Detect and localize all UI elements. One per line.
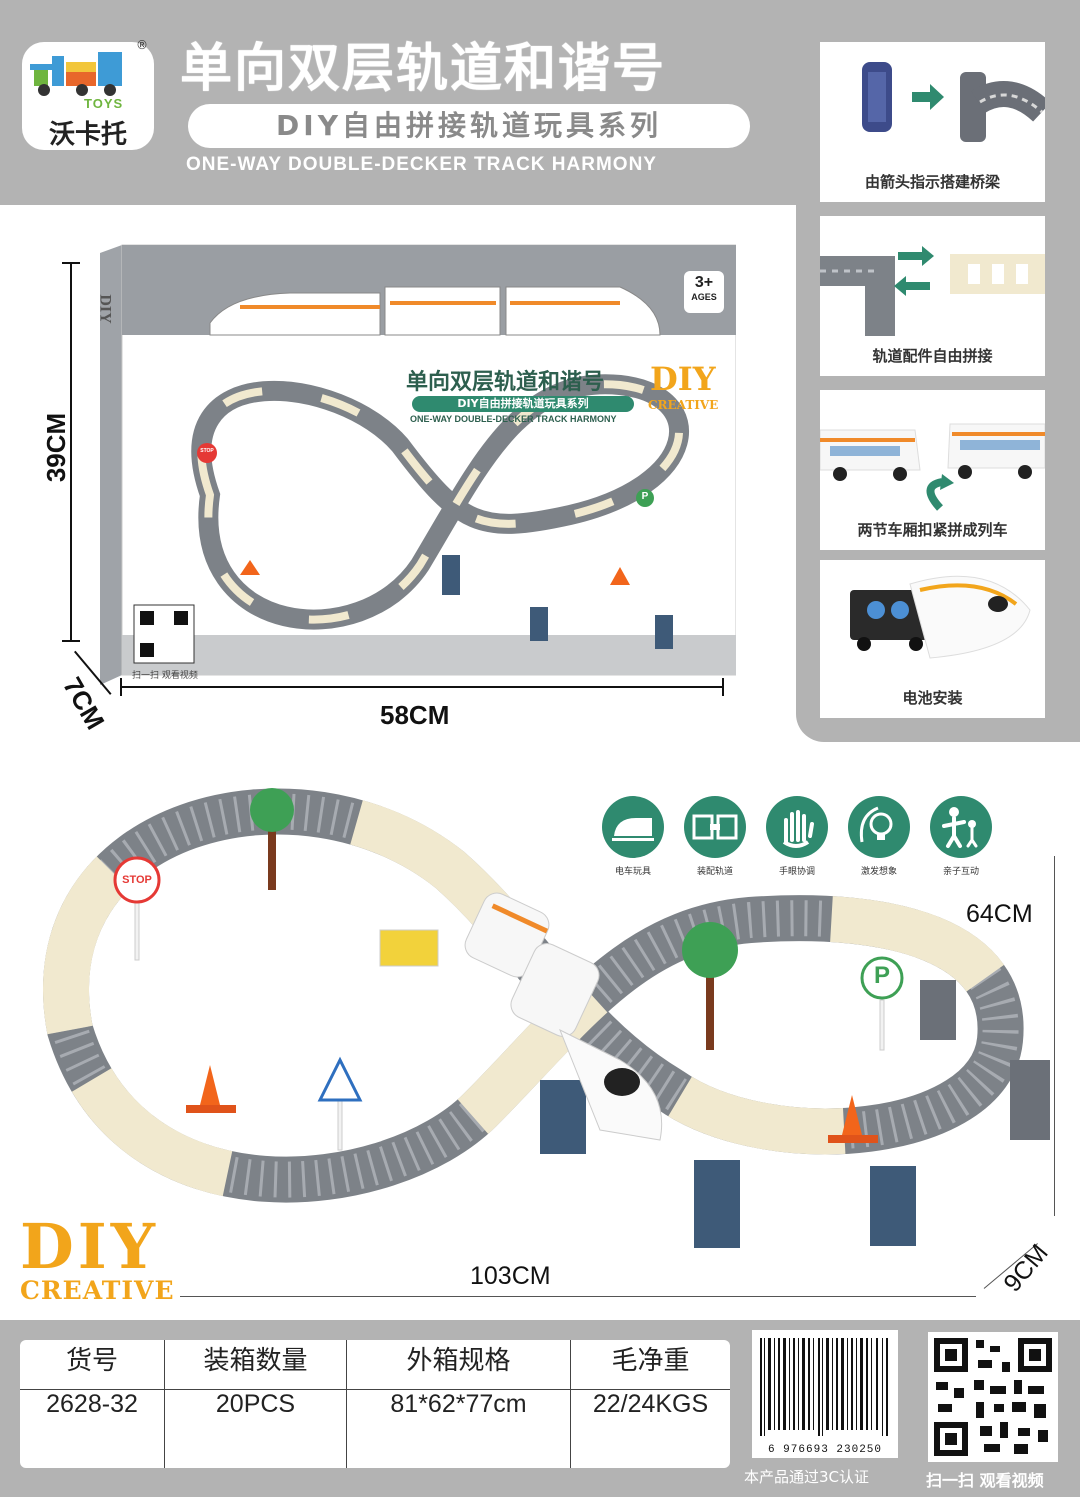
box-creative: CREATIVE xyxy=(648,398,719,412)
box-side-text: DIY xyxy=(96,294,114,324)
box-diy: DIY xyxy=(650,360,716,398)
spec-col-quantity: 装箱数量 20PCS xyxy=(165,1340,347,1468)
barcode: 6 976693 230250 xyxy=(752,1330,898,1458)
product-track-illustration xyxy=(43,788,1050,1248)
box-height-tick-top xyxy=(62,262,80,264)
header-banner: TOYS 沃卡托 ® 单向双层轨道和谐号 DIY自由拼接轨道玩具系列 ONE-W… xyxy=(0,0,800,205)
brand-logo: TOYS 沃卡托 xyxy=(22,42,154,150)
spec-table: 货号 2628-32 装箱数量 20PCS 外箱规格 81*62*77cm 毛净… xyxy=(20,1340,730,1468)
spec-value: 20PCS xyxy=(215,1390,296,1418)
box-sign-parking: P xyxy=(641,491,649,502)
spec-header: 外箱规格 xyxy=(347,1340,570,1390)
product-feature-imagination: 激发想象 xyxy=(846,796,912,877)
creative-badge: CREATIVE xyxy=(20,1276,175,1305)
product-depth-line xyxy=(1054,856,1055,1216)
box-age-number: 3+ xyxy=(694,274,714,291)
spec-col-carton-size: 外箱规格 81*62*77cm xyxy=(347,1340,571,1468)
product-feature-icons: 电车玩具 装配轨道 手眼协调 激发想象 亲子互动 xyxy=(600,796,992,882)
product-title-en: ONE-WAY DOUBLE-DECKER TRACK HARMONY xyxy=(186,154,657,175)
barcode-bars-icon xyxy=(760,1338,888,1436)
product-feature-label: 电车玩具 xyxy=(614,867,651,877)
box-height-label: 39CM xyxy=(41,412,72,483)
qr-code-icon xyxy=(934,1338,1052,1456)
product-feature-parent-child: 亲子互动 xyxy=(928,796,994,877)
product-feature-label: 装配轨道 xyxy=(696,867,733,877)
bridge-arrow-icon xyxy=(862,62,1045,142)
feature-panel: 由箭头指示搭建桥梁 轨道配件自由拼接 xyxy=(796,0,1080,742)
feature-caption-coupling: 两节车厢扣紧拼成列车 xyxy=(857,521,1008,539)
box-width-tick-left xyxy=(120,678,122,696)
feature-caption-battery: 电池安装 xyxy=(902,689,963,707)
brand-en: TOYS xyxy=(84,96,124,111)
imagination-icon xyxy=(848,796,910,858)
product-title: 单向双层轨道和谐号 xyxy=(180,39,667,99)
feature-caption-bridge: 由箭头指示搭建桥梁 xyxy=(864,173,1000,191)
brand-cn: 沃卡托 xyxy=(48,120,127,150)
box-width-tick-right xyxy=(722,678,724,696)
spec-value: 22/24KGS xyxy=(592,1390,709,1418)
product-feature-label: 亲子互动 xyxy=(942,867,979,877)
box-width-label: 58CM xyxy=(380,700,450,730)
feature-card-coupling: 两节车厢扣紧拼成列车 xyxy=(820,390,1045,550)
certification-text: 本产品通过3C认证 xyxy=(744,1468,870,1486)
feature-card-battery: 电池安装 xyxy=(820,560,1045,718)
qr-caption: 扫一扫 观看视频 xyxy=(926,1471,1044,1490)
box-age-label: AGES xyxy=(691,292,717,302)
box-age-badge: 3+ AGES xyxy=(684,274,724,302)
spec-value: 81*62*77cm xyxy=(390,1390,527,1418)
spec-col-item-no: 货号 2628-32 xyxy=(20,1340,165,1468)
parent-child-icon xyxy=(930,796,992,858)
product-feature-train-toy: 电车玩具 xyxy=(600,796,666,877)
box-subtitle: DIY自由拼接轨道玩具系列 xyxy=(412,396,634,412)
product-sign-parking: P xyxy=(873,962,890,989)
box-title-en: ONE-WAY DOUBLE-DECKER TRACK HARMONY xyxy=(410,414,617,424)
qr-code[interactable] xyxy=(928,1332,1058,1462)
spec-header: 装箱数量 xyxy=(165,1340,346,1390)
product-depth-label: 64CM xyxy=(966,900,1033,928)
registered-mark: ® xyxy=(136,38,148,52)
box-height-line xyxy=(70,262,72,642)
barcode-number: 6 976693 230250 xyxy=(767,1444,883,1456)
feature-caption-track: 轨道配件自由拼接 xyxy=(872,347,993,365)
box-scan-text: 扫一扫 观看视频 xyxy=(132,671,198,681)
product-sign-stop: STOP xyxy=(122,874,152,886)
train-coupling-icon xyxy=(820,423,1045,511)
box-width-line xyxy=(120,686,724,688)
product-feature-assemble: 装配轨道 xyxy=(682,796,748,877)
product-feature-hand-eye: 手眼协调 xyxy=(764,796,830,877)
spec-header: 毛净重 xyxy=(571,1340,730,1390)
product-subtitle: DIY自由拼接轨道玩具系列 xyxy=(188,104,750,148)
train-toy-icon xyxy=(602,796,664,858)
product-width-label: 103CM xyxy=(470,1262,551,1290)
package-box xyxy=(100,244,736,685)
locomotive-logo-icon xyxy=(30,52,122,96)
track-connect-icon xyxy=(820,246,1045,336)
spec-header: 货号 xyxy=(20,1340,164,1390)
spec-bar: 货号 2628-32 装箱数量 20PCS 外箱规格 81*62*77cm 毛净… xyxy=(0,1320,1080,1497)
feature-card-bridge: 由箭头指示搭建桥梁 xyxy=(820,42,1045,202)
box-height-tick-bottom xyxy=(62,640,80,642)
diy-badge: DIY xyxy=(20,1210,160,1283)
spec-value: 2628-32 xyxy=(46,1390,138,1418)
product-feature-label: 激发想象 xyxy=(860,867,897,877)
box-sign-stop: STOP xyxy=(200,448,214,454)
product-feature-label: 手眼协调 xyxy=(778,867,815,877)
box-title: 单向双层轨道和谐号 xyxy=(406,370,605,395)
spec-col-weight: 毛净重 22/24KGS xyxy=(571,1340,730,1468)
feature-card-track: 轨道配件自由拼接 xyxy=(820,216,1045,376)
product-width-line xyxy=(180,1296,976,1297)
hand-eye-icon xyxy=(766,796,828,858)
assemble-track-icon xyxy=(684,796,746,858)
battery-icon xyxy=(850,575,1031,659)
